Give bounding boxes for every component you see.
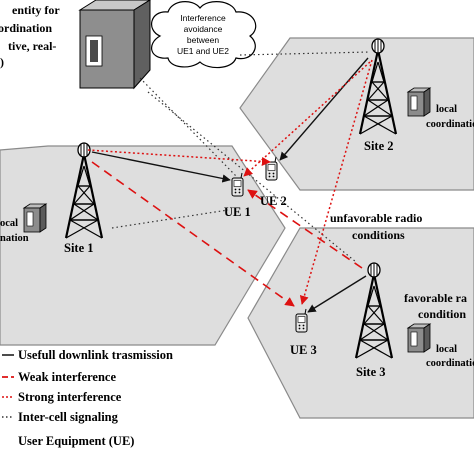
legend-item-strong-interference: Strong interference bbox=[18, 390, 122, 404]
entity-text-line2: ordination bbox=[0, 21, 52, 35]
entity-text-line1: entity for bbox=[12, 3, 60, 17]
inter-cell-signaling-lines bbox=[111, 51, 371, 263]
legend-item-inter-cell-signaling: Inter-cell signaling bbox=[18, 410, 119, 424]
site1-coordination-line1: ocal bbox=[0, 218, 18, 229]
useful-downlink-arrows bbox=[91, 57, 369, 313]
legend-item-weak-interference: Weak interference bbox=[18, 370, 116, 384]
cloud-text-line2: avoidance bbox=[184, 24, 223, 34]
entity-text-line3: tive, real- bbox=[8, 39, 56, 53]
site1-coordination-server-icon bbox=[23, 203, 47, 233]
site2-coordination-line2: coordination bbox=[426, 119, 474, 130]
strong-interference-arrows bbox=[87, 59, 373, 305]
ue1-label: UE 1 bbox=[224, 205, 251, 219]
site3-coordination-line2: coordination bbox=[426, 358, 474, 369]
entity-text-line4: ) bbox=[0, 55, 4, 69]
favorable-conditions-line1: favorable ra bbox=[404, 291, 467, 305]
cell-site3 bbox=[247, 227, 474, 419]
cloud-text-line3: between bbox=[187, 35, 219, 45]
site2-coordination-line1: local bbox=[436, 104, 457, 115]
site3-coordination-server-icon bbox=[407, 323, 431, 353]
central-server-icon bbox=[78, 0, 151, 90]
ue2-label: UE 2 bbox=[260, 194, 287, 208]
cell-site1 bbox=[0, 145, 286, 346]
legend-item-useful-downlink: Usefull downlink trasmission bbox=[18, 348, 173, 362]
site3-label: Site 3 bbox=[356, 365, 386, 379]
ue2-phone-icon bbox=[265, 156, 278, 181]
legend-item-user-equipment: User Equipment (UE) bbox=[18, 434, 134, 448]
cloud-text-line4: UE1 and UE2 bbox=[177, 46, 229, 56]
favorable-conditions-line2: condition bbox=[418, 307, 466, 321]
unfavorable-conditions-line2: conditions bbox=[352, 228, 405, 242]
site1-label: Site 1 bbox=[64, 241, 94, 255]
cloud-shape bbox=[151, 1, 257, 69]
ue3-label: UE 3 bbox=[290, 343, 317, 357]
cloud-text-line1: Interference bbox=[180, 13, 226, 23]
site2-coordination-server-icon bbox=[407, 87, 431, 117]
site2-label: Site 2 bbox=[364, 139, 394, 153]
weak-interference-arrows bbox=[91, 161, 363, 307]
site3-coordination-line1: local bbox=[436, 344, 457, 355]
site1-coordination-line2: nation bbox=[0, 233, 29, 244]
legend: Usefull downlink trasmission Weak interf… bbox=[2, 348, 173, 448]
unfavorable-conditions-line1: unfavorable radio bbox=[330, 211, 422, 225]
cell-site2 bbox=[239, 37, 474, 191]
